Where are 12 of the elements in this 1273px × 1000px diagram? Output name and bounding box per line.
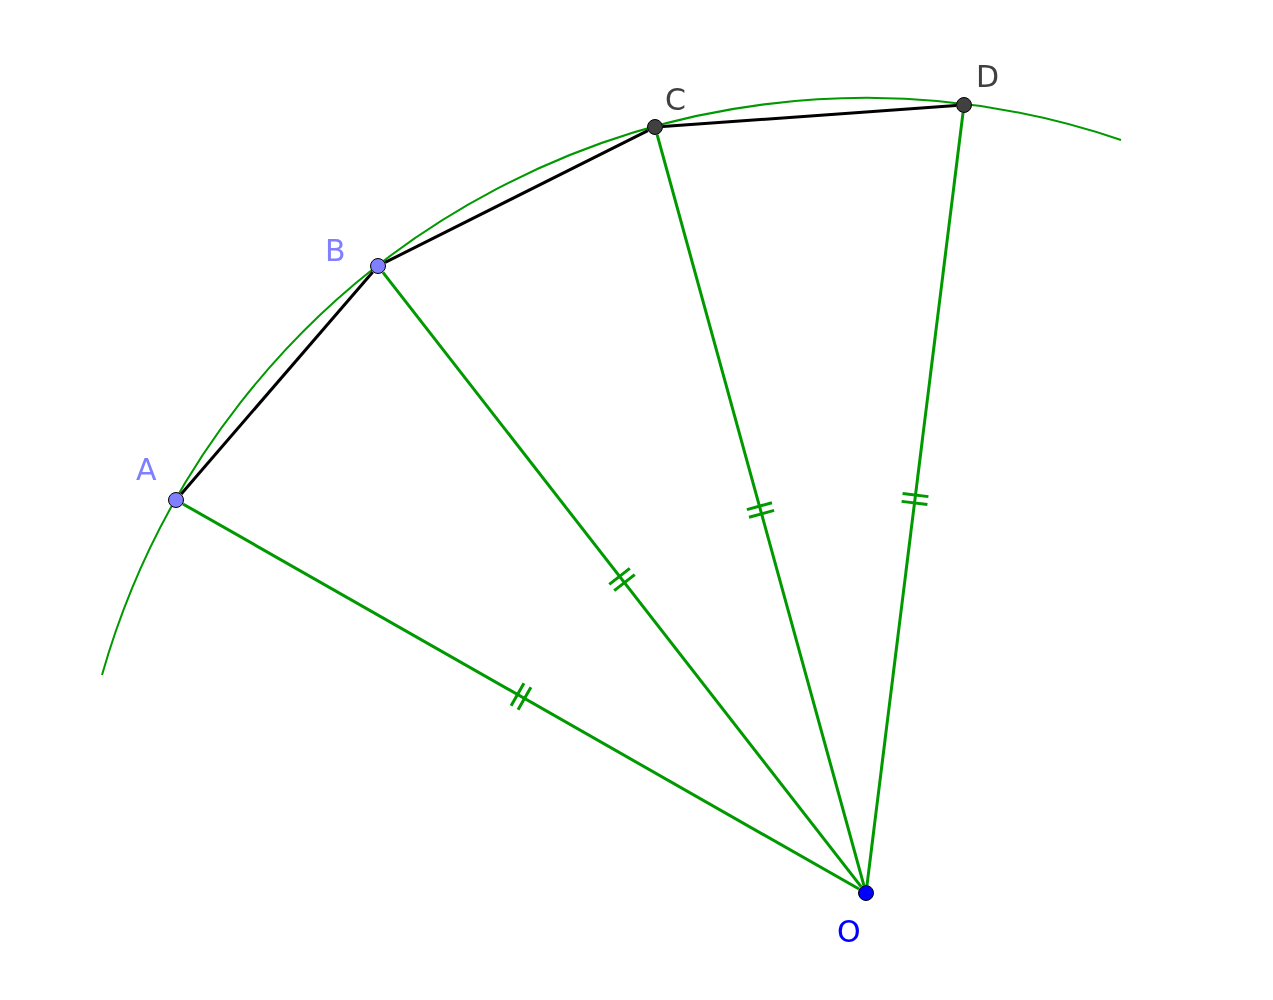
point-label: C: [665, 83, 686, 117]
line-segment: [655, 134, 866, 886]
line-segment: [381, 271, 863, 888]
line-segment: [384, 129, 649, 264]
line-segment: [865, 112, 965, 886]
point-label: B: [325, 234, 346, 268]
point-label: A: [136, 453, 157, 487]
point-label: D: [976, 60, 1000, 94]
line-segment: [180, 271, 374, 495]
line-segment: [182, 502, 860, 891]
point-label: O: [837, 915, 861, 949]
line-segment: [662, 104, 957, 128]
